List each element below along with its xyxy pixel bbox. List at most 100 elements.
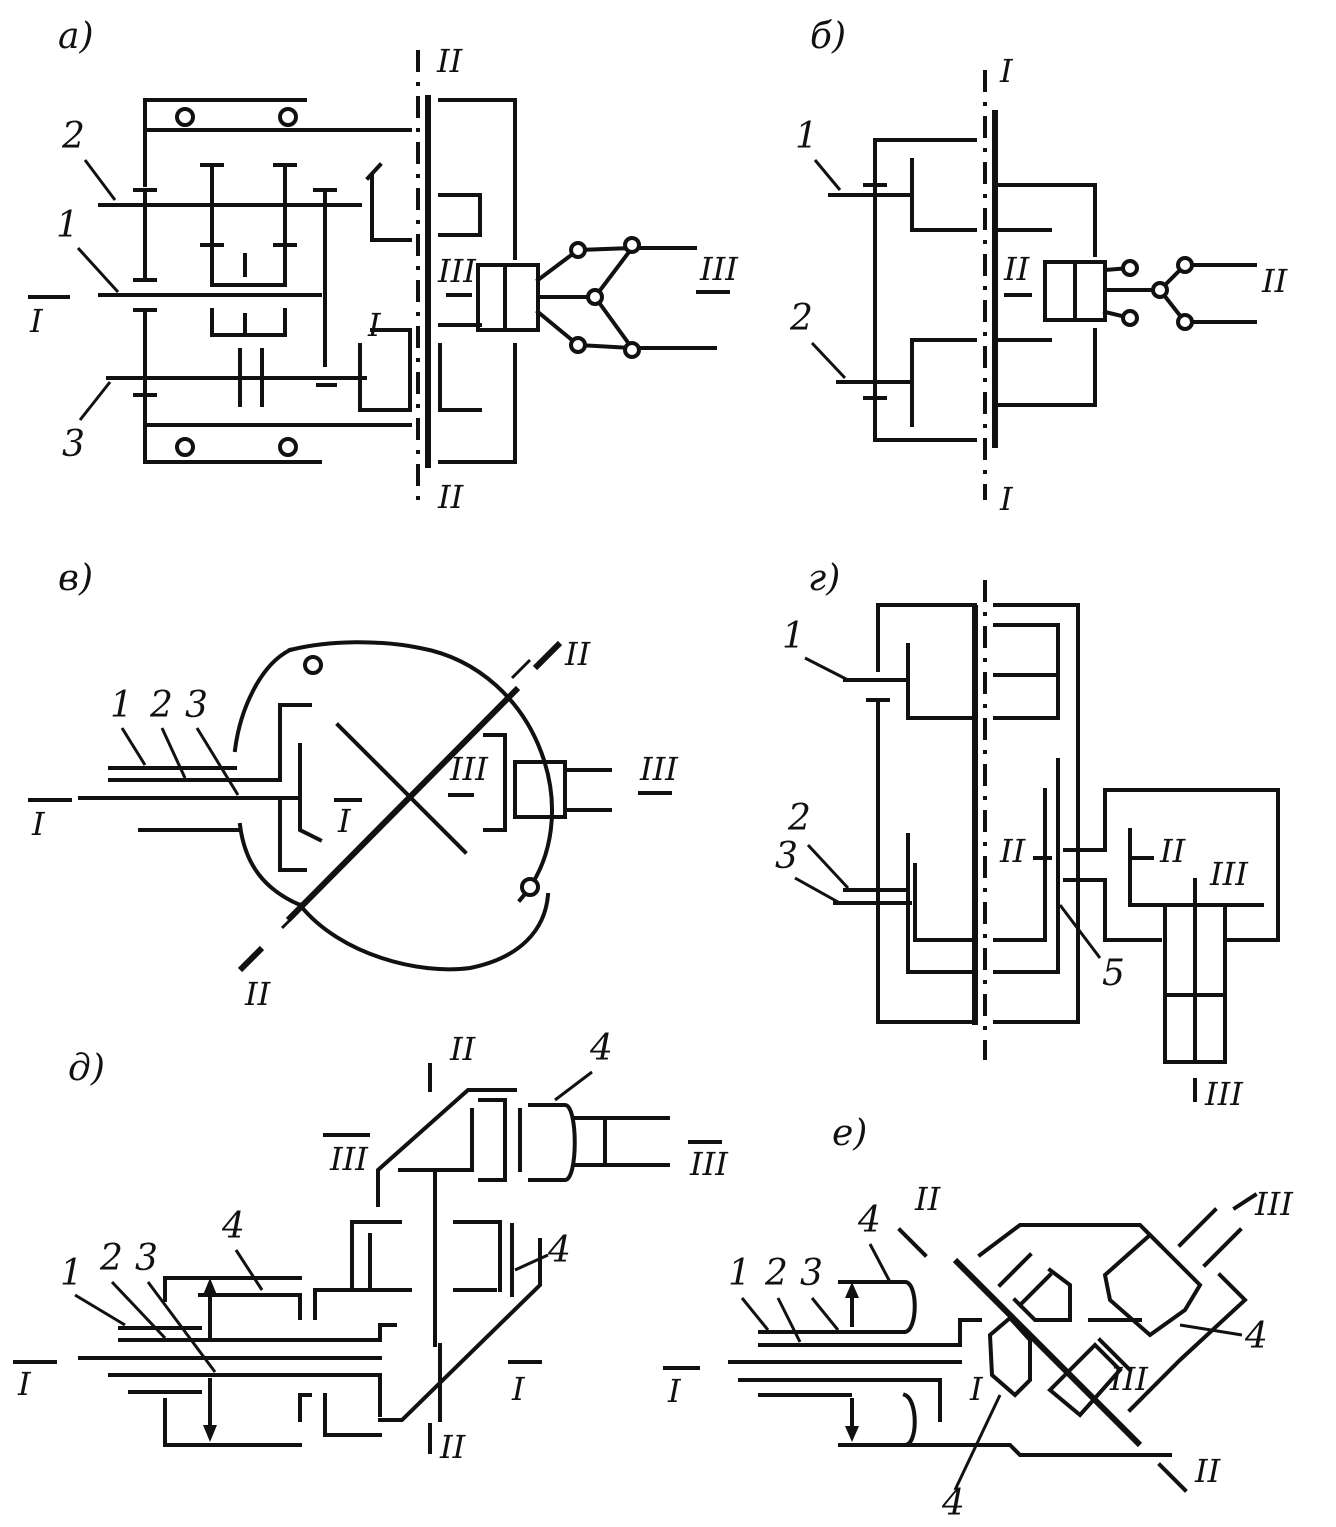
panel-a-linkage-joint bbox=[586, 288, 604, 306]
panel-e-diagonal-shaft bbox=[952, 1257, 1143, 1448]
panel-a-output-cage bbox=[476, 263, 540, 332]
panel-b-right-lower bbox=[998, 328, 1097, 407]
panel-a-label-3: 3 bbox=[62, 424, 85, 465]
panel-a-gear bbox=[313, 188, 337, 367]
panel-a-right-gear bbox=[438, 343, 482, 412]
panel-e-leader-2 bbox=[776, 1297, 802, 1343]
panel-g-upper-housing bbox=[876, 603, 1080, 840]
panel-v-output-cage bbox=[513, 760, 567, 819]
panel-a-axis-iii: III bbox=[699, 250, 739, 288]
panel-g-lower-housing bbox=[876, 888, 977, 1024]
panel-d-axis-i-inner: I bbox=[511, 1370, 526, 1408]
panel-g-lower-bevels bbox=[906, 833, 977, 974]
panel-v-leader-1 bbox=[120, 727, 147, 766]
panel-b-tag: б) bbox=[810, 16, 846, 57]
panel-e: е) II II III III I I 1 bbox=[663, 1113, 1294, 1524]
panel-a-right-carrier bbox=[438, 98, 517, 260]
panel-b-right-gears bbox=[998, 228, 1052, 342]
panel-a-axis-ii-top: II bbox=[436, 42, 464, 80]
panel-e-lower-cage bbox=[1047, 1342, 1123, 1418]
panel-b-linkage-joint bbox=[1121, 309, 1139, 327]
panel-e-output-housing bbox=[1102, 1232, 1203, 1338]
panel-e-axis-ii-bottom: II bbox=[1194, 1452, 1222, 1490]
panel-g-upper-gears bbox=[993, 623, 1060, 720]
panel-g-leader-2 bbox=[806, 843, 850, 890]
panel-v-roller bbox=[303, 655, 323, 675]
panel-v-leader-2 bbox=[160, 727, 187, 779]
panel-v-leader-3 bbox=[195, 727, 240, 796]
panel-d-upper-housing bbox=[376, 1088, 517, 1207]
panel-e-axis-ii-mark bbox=[1157, 1462, 1188, 1493]
panel-a-axis-ii-bottom: II bbox=[437, 478, 465, 516]
panel-e-lower-housing bbox=[848, 1443, 1172, 1457]
panel-b-leader-2 bbox=[810, 341, 847, 380]
panel-v-label-2: 2 bbox=[149, 685, 173, 726]
panel-d-upper-bevel bbox=[398, 1108, 474, 1172]
panel-b-label-1: 1 bbox=[795, 116, 818, 157]
panel-b-lower-bevel bbox=[910, 338, 977, 427]
panel-g-leader-5 bbox=[1058, 904, 1102, 959]
panel-b-axis-ii-inner: II bbox=[1003, 250, 1031, 288]
panel-g-label-1: 1 bbox=[782, 616, 805, 657]
panel-v-axis-ii-top: II bbox=[564, 635, 592, 673]
panel-g-axis-ii-left: II bbox=[999, 832, 1027, 870]
panel-b-linkage-joint bbox=[1176, 256, 1194, 274]
panel-e-axis-iii: III bbox=[1254, 1185, 1294, 1223]
panel-v-label-3: 3 bbox=[185, 685, 208, 726]
panel-v-axis-ii-mark bbox=[532, 640, 563, 671]
panel-a-gear bbox=[133, 188, 157, 282]
panel-a-upper-roller bbox=[278, 107, 298, 127]
panel-g-axis-iii-right: III bbox=[1209, 855, 1249, 893]
panel-b-linkage-joint bbox=[1151, 281, 1169, 299]
panel-v-diagonal-gear bbox=[510, 658, 532, 680]
panel-v-label-1: 1 bbox=[110, 685, 133, 726]
panel-a-lower-roller bbox=[175, 437, 195, 457]
panel-g-axis-iii-bottom: III bbox=[1204, 1075, 1244, 1113]
panel-a-leader-1 bbox=[76, 246, 120, 294]
panel-e-label-3: 3 bbox=[800, 1253, 823, 1294]
panel-d-axis-ii-bottom: II bbox=[439, 1428, 467, 1466]
panel-v-housing-arc bbox=[237, 822, 303, 908]
panel-e-axis-i-inner: I bbox=[969, 1370, 984, 1408]
panel-g-leader-1 bbox=[804, 656, 849, 682]
panel-d-input-gear bbox=[378, 1323, 397, 1417]
panel-a-gear-block bbox=[210, 308, 287, 337]
panel-d-arrowhead bbox=[203, 1425, 217, 1442]
panel-v-diagonal-shaft bbox=[285, 685, 521, 923]
panel-g-upper-bevel bbox=[906, 643, 977, 720]
panel-a-upper-roller bbox=[175, 107, 195, 127]
panel-e-leader-4a bbox=[868, 1243, 892, 1283]
panel-v-housing-arc bbox=[297, 892, 551, 972]
panel-a-axis-i: I bbox=[29, 302, 44, 340]
panel-d-leader-4a bbox=[234, 1249, 264, 1291]
panel-e-arrow-line bbox=[1097, 1337, 1133, 1373]
panel-d-leader-3 bbox=[146, 1281, 217, 1373]
panel-e-arrowhead bbox=[845, 1282, 859, 1298]
panel-b-axis-ii: II bbox=[1261, 262, 1289, 300]
panel-a-bevel bbox=[365, 162, 412, 242]
panel-a-axis-iii-left: III bbox=[437, 252, 477, 290]
panel-d-leader-2 bbox=[110, 1280, 167, 1340]
panel-v-inner-gear bbox=[298, 743, 323, 843]
panel-b-gear bbox=[863, 183, 887, 400]
panel-g: г) II II III III 1 2 3 5 bbox=[775, 558, 1280, 1113]
panel-a-label-2: 2 bbox=[61, 116, 85, 157]
panel-a-leader-2 bbox=[83, 159, 117, 201]
panel-e-axis-ii-top: II bbox=[914, 1180, 942, 1218]
panel-v: в) II II I I III III 1 2 3 bbox=[28, 558, 679, 1013]
panel-a-gear bbox=[238, 348, 264, 407]
panel-a-lower-housing bbox=[143, 393, 412, 464]
panel-d-leader-4b bbox=[554, 1070, 593, 1102]
panel-e-output-shafts bbox=[1177, 1207, 1243, 1268]
panel-a-bevel bbox=[358, 328, 412, 412]
panel-d-leader-4c bbox=[514, 1253, 549, 1272]
panel-a-axis-i-inner: I bbox=[367, 306, 382, 344]
panel-g-inner-gears bbox=[993, 758, 1060, 974]
panel-d-upper-arm bbox=[163, 1276, 302, 1320]
panel-b-label-2: 2 bbox=[789, 298, 813, 339]
panel-e-lower-arm bbox=[838, 1392, 917, 1447]
panel-g-right-bevel bbox=[1128, 828, 1167, 907]
panel-d-axis-i: I bbox=[17, 1365, 32, 1403]
panel-v-axis-ii-mark bbox=[237, 945, 265, 973]
